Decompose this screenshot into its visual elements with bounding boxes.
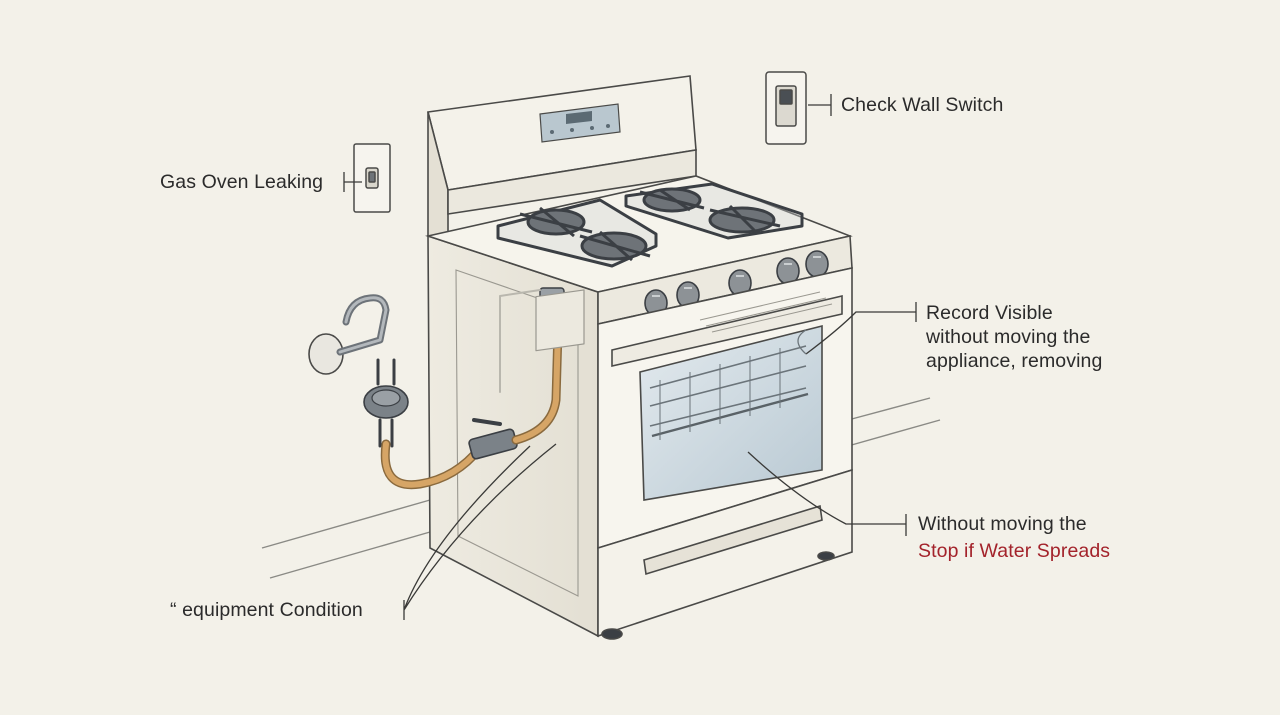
stop-if-water-spreads-warning: Stop if Water Spreads <box>918 540 1111 562</box>
bottom-drawer <box>597 468 853 640</box>
record-visible-line2: without moving the <box>926 326 1091 348</box>
burner-grates <box>496 182 804 268</box>
light-switch-icon <box>353 143 391 213</box>
equipment-condition-label: “ equipment Condition <box>170 599 363 621</box>
gas-supply-line <box>308 287 585 490</box>
record-visible-line1: Record Visible <box>926 302 1053 324</box>
record-visible-line3: appliance, removing <box>926 350 1103 372</box>
without-moving-line1: Without moving the <box>918 513 1087 535</box>
gas-regulator-icon <box>363 358 409 448</box>
check-wall-switch-label: Check Wall Switch <box>841 94 1004 116</box>
oven-door <box>597 267 853 550</box>
callout-leaders <box>343 94 917 620</box>
rocker-switch-icon <box>765 71 807 145</box>
gas-oven-leaking-label: Gas Oven Leaking <box>160 171 324 193</box>
floor-lines <box>261 397 941 579</box>
control-display <box>539 103 621 143</box>
